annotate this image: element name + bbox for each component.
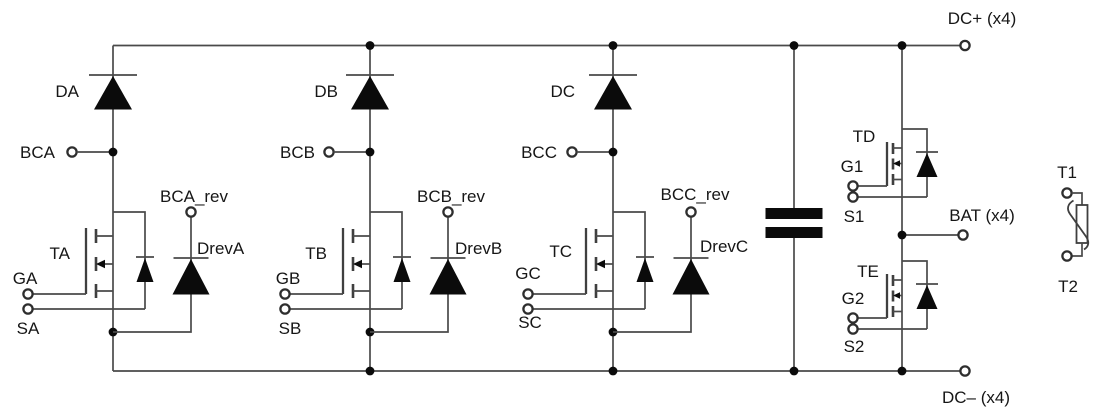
bc-label: BCB	[280, 143, 315, 162]
transistor-label: TA	[50, 244, 71, 263]
source-label: SA	[17, 319, 40, 338]
phase-leg-a: DA BCA BCA_rev TA GA SA DrevA	[13, 44, 245, 373]
junction-dot	[897, 366, 907, 376]
transistor-te-label: TE	[857, 262, 879, 281]
junction-dot	[365, 41, 375, 50]
junction-dot	[789, 366, 799, 376]
dc-minus-terminal-circle	[959, 365, 971, 377]
phase-leg-symbol	[279, 44, 468, 373]
diode-label: DA	[55, 82, 79, 101]
source-label: SC	[518, 313, 542, 332]
bat-terminal-circle	[957, 229, 969, 241]
dc-rails	[113, 44, 961, 372]
thermistor-bottom-wire	[1071, 243, 1083, 257]
external-terminals: DC+ (x4) BAT (x4) DC– (x4)	[902, 9, 1016, 407]
dc-link-capacitor	[765, 45, 823, 371]
bc-label: BCA	[20, 143, 56, 162]
phase-leg-c: DC BCC BCC_rev TC GC SC DrevC	[515, 44, 748, 373]
bc-rev-label: BCA_rev	[160, 187, 229, 206]
bc-label: BCC	[521, 143, 557, 162]
source-label: SB	[279, 319, 302, 338]
battery-switch-leg: TD G1 S1 TE G2 S2	[841, 45, 940, 371]
junction-dot	[608, 41, 618, 50]
t1-terminal-circle	[1061, 187, 1073, 199]
capacitor-plate-top	[765, 208, 823, 219]
gate-label: GB	[276, 269, 301, 288]
gate-label: GC	[515, 264, 541, 283]
bat-label: BAT (x4)	[949, 206, 1015, 225]
t2-terminal-circle	[1061, 250, 1073, 262]
transistor-label: TB	[305, 244, 327, 263]
source-s1-label: S1	[844, 207, 865, 226]
thermistor-t1-label: T1	[1057, 163, 1077, 182]
thermistor: T1 T2	[1057, 163, 1090, 296]
source-s2-label: S2	[844, 337, 865, 356]
gate-label: GA	[13, 269, 38, 288]
junction-dots	[365, 41, 907, 376]
phase-leg-b: DB BCB BCB_rev TB GB SB DrevB	[276, 44, 502, 373]
bc-rev-label: BCC_rev	[661, 185, 730, 204]
gate-g2-label: G2	[842, 289, 865, 308]
transistor-td-label: TD	[853, 127, 876, 146]
thermistor-strike	[1067, 199, 1090, 251]
bc-rev-label: BCB_rev	[417, 187, 486, 206]
diode-label: DC	[550, 82, 575, 101]
diode-label: DB	[314, 82, 338, 101]
reverse-diode-label: DrevA	[197, 239, 245, 258]
capacitor-plate-bottom	[765, 227, 823, 238]
thermistor-top-wire	[1071, 192, 1083, 205]
bat-junction-dot	[897, 230, 907, 240]
junction-dot	[789, 41, 799, 50]
dc-plus-label: DC+ (x4)	[948, 9, 1016, 28]
reverse-diode-label: DrevC	[700, 237, 748, 256]
thermistor-t2-label: T2	[1058, 277, 1078, 296]
junction-dot	[897, 41, 907, 50]
gate-g1-label: G1	[841, 157, 864, 176]
junction-dot	[365, 366, 375, 376]
junction-dot	[608, 366, 618, 376]
transistor-label: TC	[549, 242, 572, 261]
dc-minus-label: DC– (x4)	[942, 388, 1010, 407]
phase-leg-symbol	[22, 44, 211, 373]
reverse-diode-label: DrevB	[455, 239, 502, 258]
dc-plus-terminal-circle	[959, 39, 971, 52]
